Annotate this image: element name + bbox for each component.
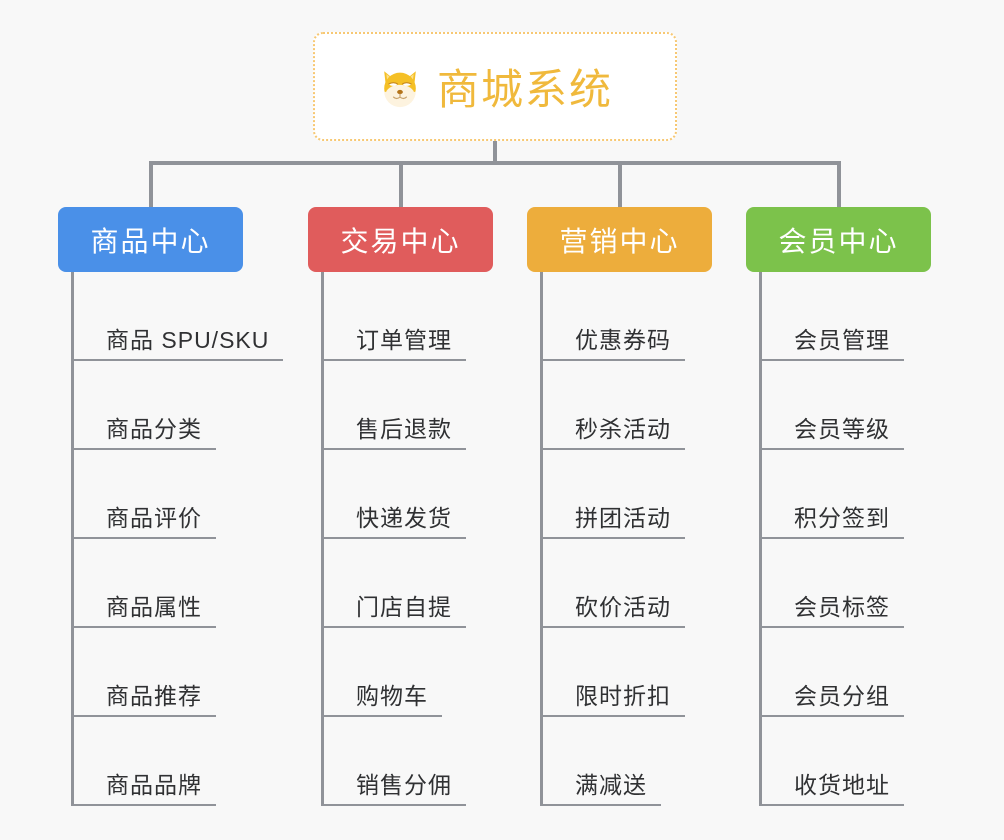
- list-item-label: 商品分类: [106, 416, 202, 442]
- list-item[interactable]: 会员管理: [762, 272, 931, 361]
- list-item[interactable]: 秒杀活动: [543, 361, 712, 450]
- leaf-underline: [324, 804, 466, 806]
- list-item-label: 拼团活动: [575, 505, 671, 531]
- column-header-3[interactable]: 营销中心: [527, 207, 712, 272]
- list-item-label: 订单管理: [356, 327, 452, 353]
- root-title: 商城系统: [436, 66, 613, 113]
- list-item[interactable]: 商品 SPU/SKU: [74, 272, 283, 361]
- list-item-label: 砍价活动: [575, 594, 671, 620]
- column-1: 商品中心 商品 SPU/SKU 商品分类 商品评价 商品属性 商品推荐 商品品牌: [58, 207, 283, 806]
- column-3: 营销中心 优惠券码 秒杀活动 拼团活动 砍价活动 限时折扣 满减送: [527, 207, 712, 806]
- column-4: 会员中心 会员管理 会员等级 积分签到 会员标签 会员分组 收货地址: [746, 207, 931, 806]
- shiba-inu-dog-face-icon: [377, 64, 423, 110]
- leaf-underline: [762, 804, 904, 806]
- leaf-underline: [762, 359, 904, 361]
- list-item-label: 购物车: [356, 683, 428, 709]
- root-node[interactable]: 商城系统: [313, 32, 677, 141]
- connector-drop-1: [149, 161, 153, 209]
- column-header-2[interactable]: 交易中心: [308, 207, 493, 272]
- list-item[interactable]: 售后退款: [324, 361, 493, 450]
- leaf-underline: [762, 626, 904, 628]
- list-item-label: 售后退款: [356, 416, 452, 442]
- leaf-underline: [543, 537, 685, 539]
- leaf-underline: [543, 804, 661, 806]
- list-item[interactable]: 商品评价: [74, 450, 243, 539]
- list-item[interactable]: 购物车: [324, 628, 493, 717]
- leaf-underline: [74, 626, 216, 628]
- list-item[interactable]: 会员标签: [762, 539, 931, 628]
- column-body-2: 订单管理 售后退款 快递发货 门店自提 购物车 销售分佣: [321, 272, 493, 806]
- list-item[interactable]: 订单管理: [324, 272, 493, 361]
- list-item[interactable]: 优惠券码: [543, 272, 712, 361]
- list-item-label: 限时折扣: [575, 683, 671, 709]
- list-item-label: 会员等级: [794, 416, 890, 442]
- leaf-underline: [324, 448, 466, 450]
- connector-drop-2: [399, 161, 403, 209]
- column-header-4[interactable]: 会员中心: [746, 207, 931, 272]
- leaf-underline: [543, 715, 685, 717]
- list-item[interactable]: 积分签到: [762, 450, 931, 539]
- list-item[interactable]: 会员分组: [762, 628, 931, 717]
- list-item[interactable]: 商品品牌: [74, 717, 243, 806]
- column-header-label: 营销中心: [559, 225, 680, 257]
- list-item[interactable]: 快递发货: [324, 450, 493, 539]
- list-item-label: 满减送: [575, 772, 647, 798]
- leaf-underline: [324, 715, 442, 717]
- list-item-label: 优惠券码: [575, 327, 671, 353]
- leaf-underline: [762, 448, 904, 450]
- leaf-underline: [324, 537, 466, 539]
- leaf-underline: [543, 359, 685, 361]
- leaf-underline: [74, 537, 216, 539]
- column-body-1: 商品 SPU/SKU 商品分类 商品评价 商品属性 商品推荐 商品品牌: [71, 272, 283, 806]
- leaf-underline: [762, 537, 904, 539]
- leaf-underline: [74, 359, 283, 361]
- leaf-underline: [324, 626, 466, 628]
- list-item-label: 会员标签: [794, 594, 890, 620]
- column-header-1[interactable]: 商品中心: [58, 207, 243, 272]
- list-item[interactable]: 门店自提: [324, 539, 493, 628]
- list-item[interactable]: 会员等级: [762, 361, 931, 450]
- list-item-label: 商品品牌: [106, 772, 202, 798]
- list-item[interactable]: 商品推荐: [74, 628, 243, 717]
- list-item[interactable]: 商品属性: [74, 539, 243, 628]
- leaf-underline: [324, 359, 466, 361]
- list-item-label: 商品推荐: [106, 683, 202, 709]
- column-body-3: 优惠券码 秒杀活动 拼团活动 砍价活动 限时折扣 满减送: [540, 272, 712, 806]
- list-item[interactable]: 收货地址: [762, 717, 931, 806]
- column-header-label: 交易中心: [340, 225, 461, 257]
- leaf-underline: [74, 448, 216, 450]
- leaf-underline: [543, 626, 685, 628]
- list-item[interactable]: 满减送: [543, 717, 712, 806]
- leaf-underline: [74, 804, 216, 806]
- leaf-underline: [762, 715, 904, 717]
- list-item-label: 会员分组: [794, 683, 890, 709]
- list-item-label: 商品评价: [106, 505, 202, 531]
- leaf-underline: [74, 715, 216, 717]
- list-item-label: 快递发货: [356, 505, 452, 531]
- column-body-4: 会员管理 会员等级 积分签到 会员标签 会员分组 收货地址: [759, 272, 931, 806]
- list-item-label: 积分签到: [794, 505, 890, 531]
- list-item[interactable]: 拼团活动: [543, 450, 712, 539]
- connector-stem: [493, 141, 497, 165]
- connector-drop-4: [837, 161, 841, 209]
- list-item[interactable]: 砍价活动: [543, 539, 712, 628]
- column-header-label: 会员中心: [778, 225, 899, 257]
- list-item-label: 商品 SPU/SKU: [106, 327, 270, 353]
- list-item[interactable]: 限时折扣: [543, 628, 712, 717]
- connector-drop-3: [618, 161, 622, 209]
- leaf-underline: [543, 448, 685, 450]
- list-item-label: 门店自提: [356, 594, 452, 620]
- column-header-label: 商品中心: [90, 225, 211, 257]
- list-item-label: 收货地址: [794, 772, 890, 798]
- list-item-label: 会员管理: [794, 327, 890, 353]
- list-item-label: 销售分佣: [356, 772, 452, 798]
- list-item[interactable]: 商品分类: [74, 361, 243, 450]
- list-item[interactable]: 销售分佣: [324, 717, 493, 806]
- list-item-label: 秒杀活动: [575, 416, 671, 442]
- list-item-label: 商品属性: [106, 594, 202, 620]
- column-2: 交易中心 订单管理 售后退款 快递发货 门店自提 购物车 销售分佣: [308, 207, 493, 806]
- connector-bus: [149, 161, 841, 165]
